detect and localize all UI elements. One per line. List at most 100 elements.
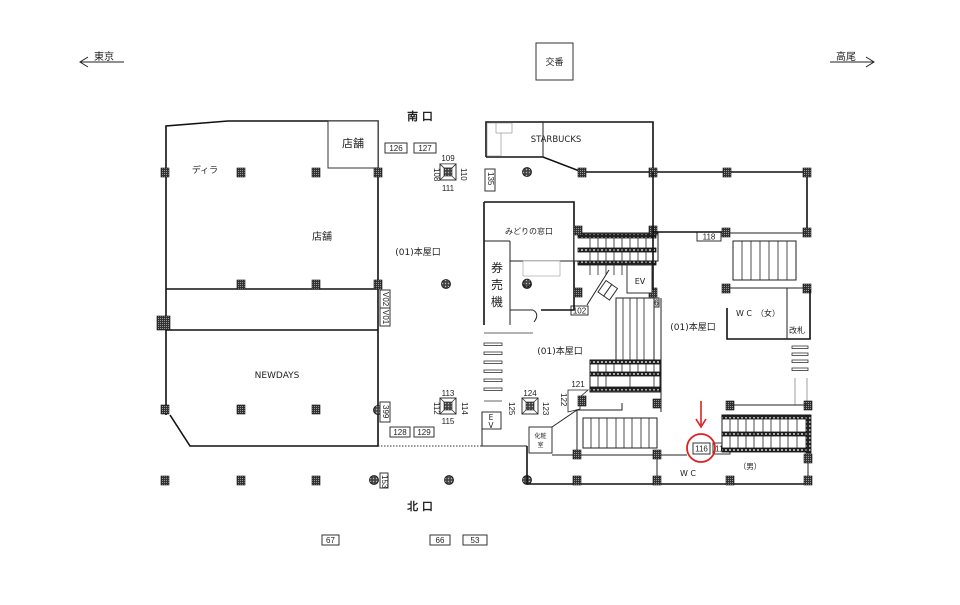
newdays-label: NEWDAYS: [255, 371, 300, 381]
round-pillar: [522, 167, 532, 177]
shop-large-label: 店舗: [312, 230, 332, 243]
escalator-lower: [589, 359, 662, 409]
pillar: [160, 167, 170, 178]
stairs-central: [615, 297, 662, 412]
starbucks-block: [485, 121, 812, 230]
right-arrow-icon: [865, 56, 875, 68]
direction-takao: 高尾: [830, 50, 875, 68]
shop-block-upper: [165, 120, 379, 290]
direction-takao-label: 高尾: [836, 50, 856, 63]
ad-number: 128: [393, 428, 407, 437]
ad-box-116[interactable]: [692, 442, 711, 455]
starbucks-label: STARBUCKS: [531, 135, 582, 145]
dira-label: ディラ: [192, 164, 218, 176]
midori-label: みどりの窓口: [505, 226, 553, 236]
ad-number: 129: [417, 428, 431, 437]
round-pillar: [369, 475, 379, 485]
ad-number: 115: [442, 417, 455, 426]
direction-tokyo-label: 東京: [94, 50, 114, 63]
ticket-machine-label-1: 券: [491, 260, 503, 275]
honya-exit-west-label: (01)本屋口: [395, 246, 440, 258]
ad-number: V01: [381, 310, 390, 325]
ad-number: 66: [436, 536, 445, 545]
wc-male-label: W C: [680, 469, 696, 478]
round-pillar: [444, 475, 454, 485]
pillar: [236, 279, 246, 290]
left-arrow-icon: [79, 56, 89, 68]
powder-room: [528, 426, 553, 454]
ad-number: 123: [541, 402, 550, 416]
ev-upper-label: EV: [635, 277, 646, 286]
pillar: [160, 475, 170, 486]
wc-female-label: W C （女）: [736, 308, 780, 318]
ad-number: 122: [559, 393, 568, 407]
powder-room-label-2: 室: [537, 441, 543, 449]
ticket-machine-label-2: 売: [491, 277, 503, 292]
ad-box-66[interactable]: [429, 534, 451, 546]
ticket-gate-label: 改札: [789, 325, 805, 335]
ad-box-127[interactable]: [413, 142, 437, 154]
pillar: [311, 279, 321, 290]
ad-number: 121: [571, 380, 585, 389]
ticket-machine-label-3: 機: [491, 294, 503, 309]
stairs-lower: [526, 403, 810, 486]
police-box: [535, 42, 574, 81]
pillar: [311, 404, 321, 415]
pillar: [236, 475, 246, 486]
ad-number: 124: [523, 389, 537, 398]
ad-box-153[interactable]: [379, 472, 389, 489]
ad-number: 399: [381, 405, 390, 419]
ad-number: 110: [459, 168, 468, 181]
red-circle-marker: [686, 433, 716, 463]
ad-number: 118: [703, 233, 716, 242]
honya-exit-center-label: (01)本屋口: [537, 345, 582, 357]
ad-number: 135: [486, 172, 495, 186]
ad-number: 53: [471, 536, 480, 545]
ad-box-67[interactable]: [321, 534, 340, 546]
ad-number: 125: [507, 402, 516, 416]
ad-box-129[interactable]: [413, 426, 435, 438]
ad-number: 109: [441, 154, 455, 163]
target-highlight: [686, 401, 716, 463]
shop-small: [327, 120, 379, 169]
floor-markers: [483, 332, 809, 402]
police-box-label: 交番: [545, 56, 563, 68]
elevator-upper: [626, 264, 653, 294]
escalator-upper: [573, 172, 730, 306]
ad-box-v01[interactable]: [379, 307, 391, 327]
ad-boxes-vertical: 135 V02 V01 399 153: [379, 168, 496, 489]
fixture-121-122: [567, 389, 590, 413]
wc-male-sub-label: （男）: [739, 462, 762, 471]
elevator-lower: [481, 411, 527, 447]
ad-number: 111: [442, 184, 455, 193]
ad-box-135[interactable]: [484, 168, 496, 192]
ad-number: 108: [432, 168, 441, 182]
direction-tokyo: 東京: [79, 50, 124, 68]
ad-number: 126: [389, 144, 403, 153]
ad-box-399[interactable]: [379, 401, 391, 423]
ad-number: 113: [442, 389, 455, 398]
pillar: [156, 315, 171, 331]
north-exit-label: 北 口: [407, 499, 433, 513]
red-arrow-icon: [695, 418, 707, 429]
ad-number: 114: [460, 402, 469, 415]
ad-number: V02: [381, 292, 390, 307]
ev-lower-label-1: E: [489, 413, 494, 422]
pillar: [236, 404, 246, 415]
midori-block: [483, 201, 575, 325]
south-exit-label: 南 口: [407, 109, 433, 123]
ad-box-53[interactable]: [462, 534, 488, 546]
honya-exit-east-label: (01)本屋口: [670, 321, 715, 333]
newdays-block: [165, 289, 379, 447]
ad-box-128[interactable]: [389, 426, 411, 438]
kiosk-north: [439, 397, 457, 415]
ad-box-126[interactable]: [384, 142, 408, 154]
shop-small-label: 店舗: [342, 136, 364, 150]
ad-number: 112: [432, 402, 441, 415]
pillar: [236, 167, 246, 178]
ad-number: 67: [326, 536, 335, 545]
ad-number: 153: [380, 475, 389, 489]
pillar: [311, 167, 321, 178]
pillars: [156, 167, 532, 486]
